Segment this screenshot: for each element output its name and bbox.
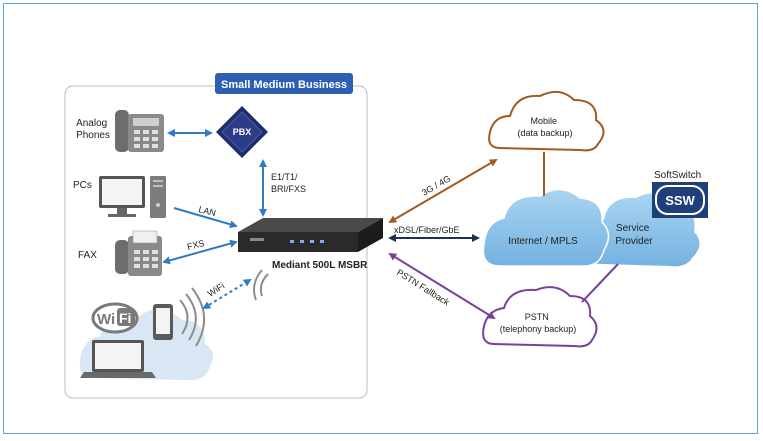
pcs-label: PCs — [73, 180, 92, 191]
analog-phones-label: Analog Phones — [76, 118, 110, 141]
diagram-frame — [3, 3, 758, 434]
mobile-line2: (data backup) — [517, 128, 572, 138]
smartphone-icon — [153, 304, 173, 340]
router-icon — [238, 218, 383, 252]
wifi-badge-fi: Fi — [119, 310, 131, 326]
mobile-cloud: Mobile (data backup) — [488, 90, 605, 152]
service-provider-line2: Provider — [615, 236, 653, 247]
laptop-icon — [80, 340, 156, 378]
service-provider-line1: Service — [616, 223, 650, 234]
analog-phone-icon — [115, 110, 164, 152]
mobile-line1: Mobile — [530, 116, 557, 126]
smb-title: Small Medium Business — [221, 79, 347, 91]
pc-router-arrow — [173, 207, 238, 229]
mobile-link-arrow — [388, 158, 498, 224]
lan-label: LAN — [198, 204, 217, 218]
analog-phones-line2: Phones — [76, 130, 110, 141]
pbx-icon: PBX — [216, 106, 268, 158]
ssw-icon: SSW — [652, 182, 708, 218]
smb-title-bar — [215, 73, 353, 94]
e1-label: E1/T1/ BRI/FXS — [271, 172, 306, 194]
analog-phones-line1: Analog — [76, 118, 107, 129]
wifi-area: Wi Fi — [79, 269, 269, 381]
e1-line1: E1/T1/ — [271, 172, 298, 182]
e1-line2: BRI/FXS — [271, 184, 306, 194]
service-provider-label: Service Provider — [615, 223, 653, 247]
provider-pstn-line — [581, 263, 619, 303]
wifi-signal-icon — [179, 287, 206, 347]
internet-label: Internet / MPLS — [508, 236, 578, 247]
router-label: Mediant 500L MSBR — [272, 260, 368, 271]
mobile-cloud-label: Mobile (data backup) — [517, 116, 572, 138]
internet-cloud: Internet / MPLS — [482, 188, 610, 267]
pc-icon — [99, 176, 166, 218]
fax-router-arrow — [162, 239, 238, 265]
fax-label: FAX — [78, 250, 97, 261]
xdsl-link-label: xDSL/Fiber/GbE — [394, 225, 460, 235]
pbx-label: PBX — [233, 127, 252, 137]
wifi-badge: Wi Fi — [91, 302, 139, 334]
wifi-router-arrow — [202, 278, 252, 310]
fax-icon — [115, 230, 162, 276]
wifi-badge-wi: Wi — [97, 311, 115, 328]
softswitch-label: SoftSwitch — [654, 170, 701, 181]
fxs-link-label: FXS — [186, 238, 205, 252]
pstn-cloud-label: PSTN (telephony backup) — [500, 312, 577, 334]
pstn-cloud: PSTN (telephony backup) — [482, 286, 598, 348]
pstn-link-arrow — [388, 252, 496, 320]
router-wifi-signal-icon — [253, 269, 269, 301]
ssw-badge-label: SSW — [665, 193, 695, 208]
pstn-line1: PSTN — [525, 312, 549, 322]
pstn-line2: (telephony backup) — [500, 324, 577, 334]
